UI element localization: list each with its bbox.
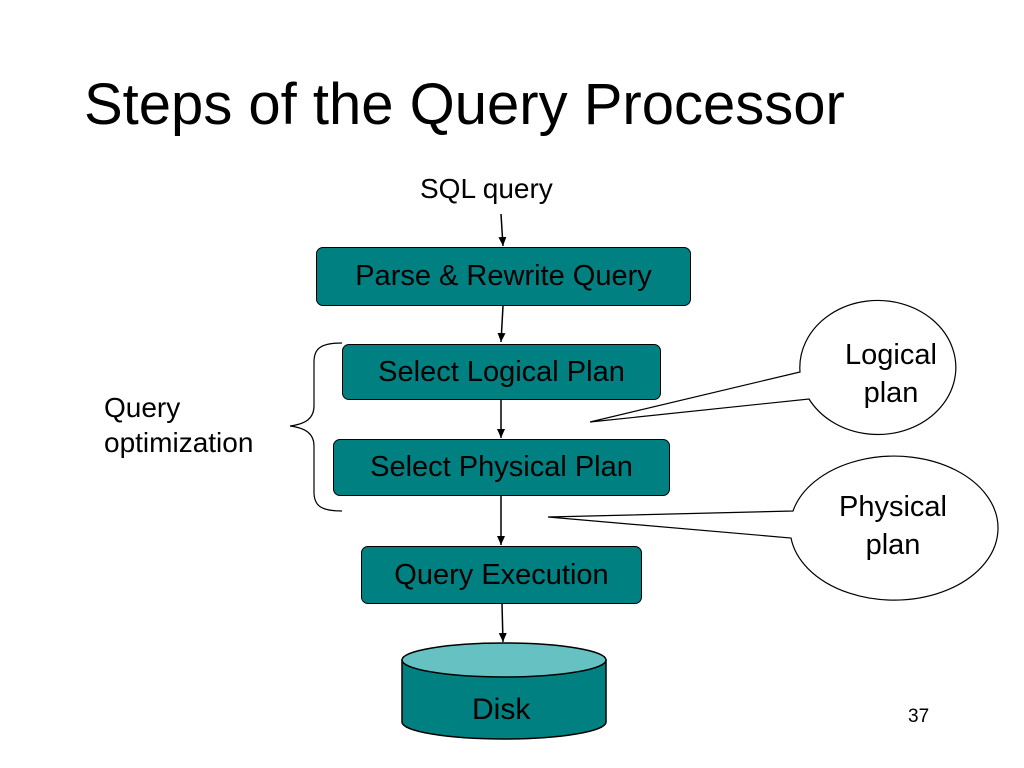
logical-plan-line2: plan <box>863 377 919 410</box>
disk-top <box>401 642 607 678</box>
logical-plan-callout <box>589 299 957 436</box>
slide-title: Steps of the Query Processor <box>84 72 845 137</box>
arrow-parse-to-logical <box>497 305 506 343</box>
disk-label: Disk <box>472 693 531 726</box>
select-logical-plan-step: Select Logical Plan <box>342 344 661 400</box>
logical-plan-callout-text: Logical plan <box>826 336 956 413</box>
logical-plan-line1: Logical <box>845 339 937 371</box>
physical-plan-callout-text: Physical plan <box>818 488 968 565</box>
select-physical-plan-step: Select Physical Plan <box>333 439 670 496</box>
query-execution-step: Query Execution <box>361 546 642 604</box>
sql-query-label: SQL query <box>420 173 553 204</box>
page-number: 37 <box>908 706 930 727</box>
optimization-brace <box>289 342 343 512</box>
arrow-execution-to-disk <box>498 603 507 643</box>
query-optimization-label: Query optimization <box>104 390 253 460</box>
physical-plan-callout <box>547 455 999 601</box>
query-optimization-line2: optimization <box>104 427 254 458</box>
physical-plan-line1: Physical <box>839 491 947 523</box>
arrow-sql-to-parse <box>498 213 507 247</box>
query-optimization-line1: Query <box>104 392 181 423</box>
physical-plan-line2: plan <box>865 529 921 562</box>
parse-rewrite-step: Parse & Rewrite Query <box>316 247 691 306</box>
disk-body <box>401 659 607 740</box>
